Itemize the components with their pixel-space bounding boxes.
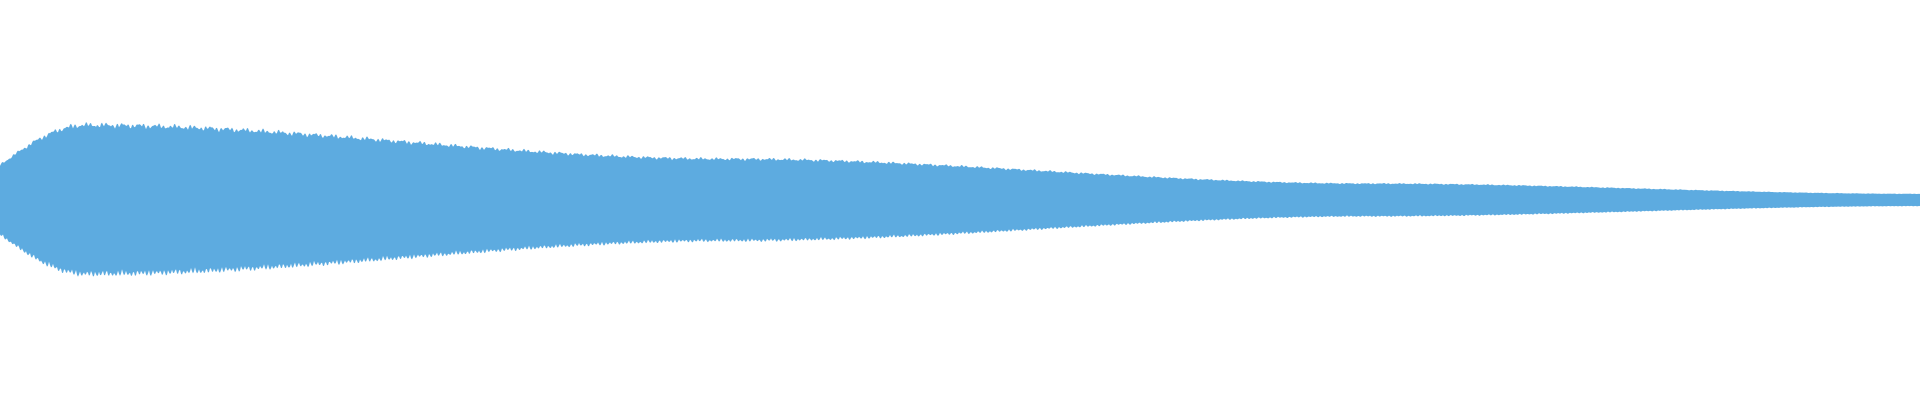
waveform-shape bbox=[0, 122, 1920, 277]
